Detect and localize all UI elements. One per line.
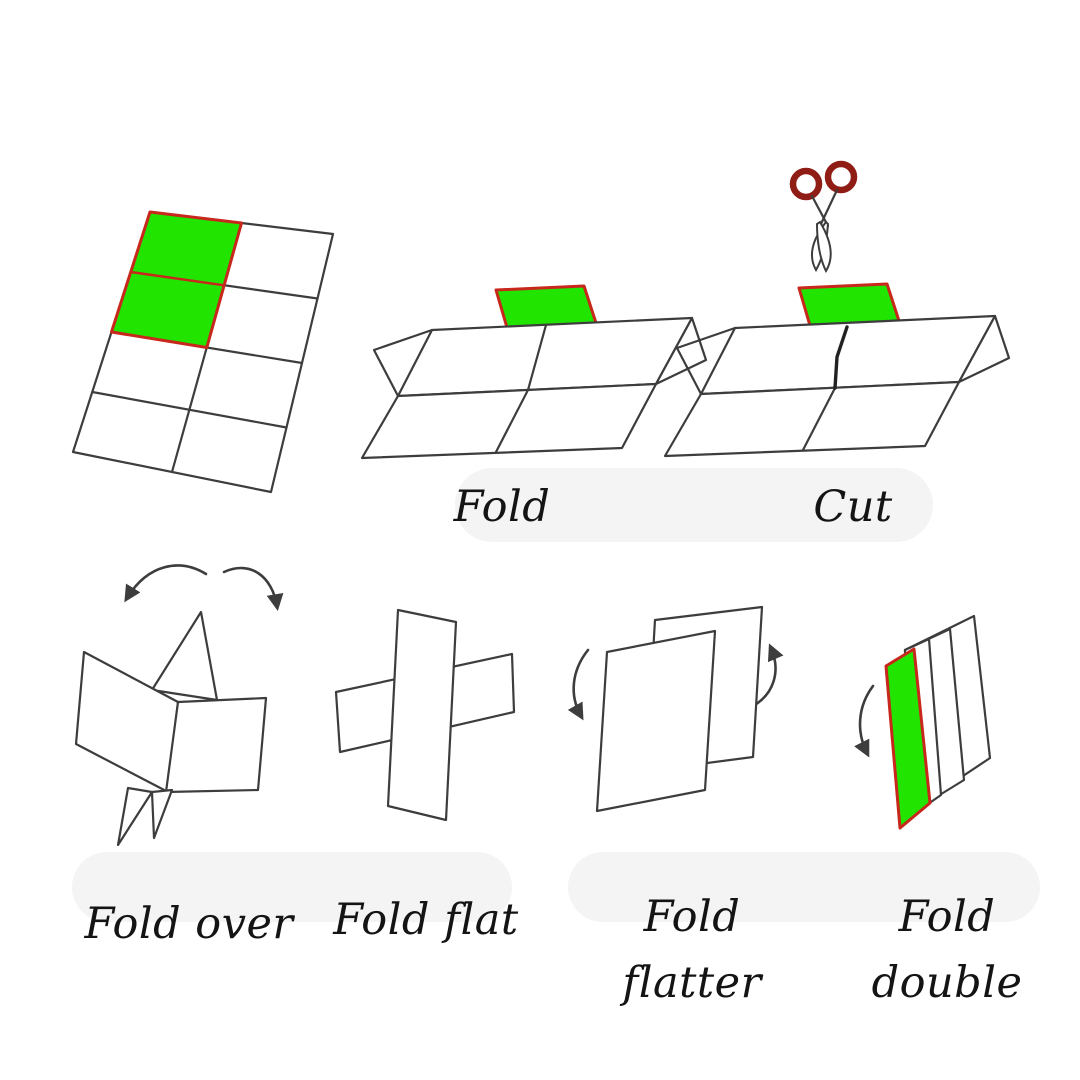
highlighted-panels-divider <box>130 270 225 287</box>
fold-flatter-label-line2: flatter <box>622 958 762 1008</box>
label-pill-foldflatter-folddouble <box>568 852 1040 922</box>
fold-flatter-label: Fold flatter <box>602 884 782 1016</box>
tent-right-endcap <box>957 314 1011 384</box>
flat-front-sheet <box>663 380 961 458</box>
scissors-icon <box>789 160 858 274</box>
fold-double-label: Fold double <box>857 884 1037 1016</box>
label-pill-foldover-foldflat <box>72 852 512 922</box>
fold-label: Fold <box>453 482 551 532</box>
tent-left-endfold <box>372 328 434 398</box>
scissors-shank-right <box>818 188 839 228</box>
label-pill-fold-cut <box>455 468 933 542</box>
fold-step-figure <box>360 284 708 460</box>
top-fin-panel <box>150 610 219 702</box>
fold-flatter-label-line1: Fold <box>643 892 741 942</box>
scissors-blade-right <box>815 220 832 274</box>
fold-double-label-line2: double <box>871 958 1023 1008</box>
sheet-crease-3 <box>91 390 288 429</box>
bottom-fin-panel <box>116 786 154 847</box>
cut-step-figure <box>663 160 1011 458</box>
fold-flat-label: Fold flat <box>333 895 519 945</box>
tent-right-endcap <box>654 316 708 386</box>
right-wing-panel <box>164 696 268 794</box>
curved-arrow-icon <box>124 564 208 603</box>
curved-arrow-icon <box>567 648 590 721</box>
scissors-shank-left <box>810 194 830 228</box>
front-page-panel <box>595 629 717 813</box>
bottom-fin-panel <box>150 788 174 840</box>
center-crease <box>494 323 548 454</box>
curved-arrow-icon <box>222 566 284 612</box>
scissors-handle-right <box>824 160 858 194</box>
fold-flat-figure <box>334 608 516 822</box>
cut-label: Cut <box>813 482 893 532</box>
center-crease <box>801 386 837 452</box>
fold-flatter-figure <box>567 605 784 813</box>
curved-arrow-icon <box>854 684 875 758</box>
fold-double-figure <box>854 614 992 830</box>
scissors-handle-left <box>789 167 823 201</box>
highlighted-panels <box>110 210 243 349</box>
tent-left-endfold <box>675 326 737 396</box>
fold-double-label-line1: Fold <box>898 892 996 942</box>
fold-over-figure <box>74 564 284 847</box>
flat-front-sheet <box>360 382 658 460</box>
fold-over-label: Fold over <box>84 899 294 949</box>
booklet-green-cover <box>884 647 932 830</box>
vertical-plane-panel <box>386 608 458 822</box>
unfolded-sheet-figure <box>71 210 335 494</box>
curved-arrow-icon <box>751 643 784 708</box>
cut-slit <box>833 325 849 390</box>
